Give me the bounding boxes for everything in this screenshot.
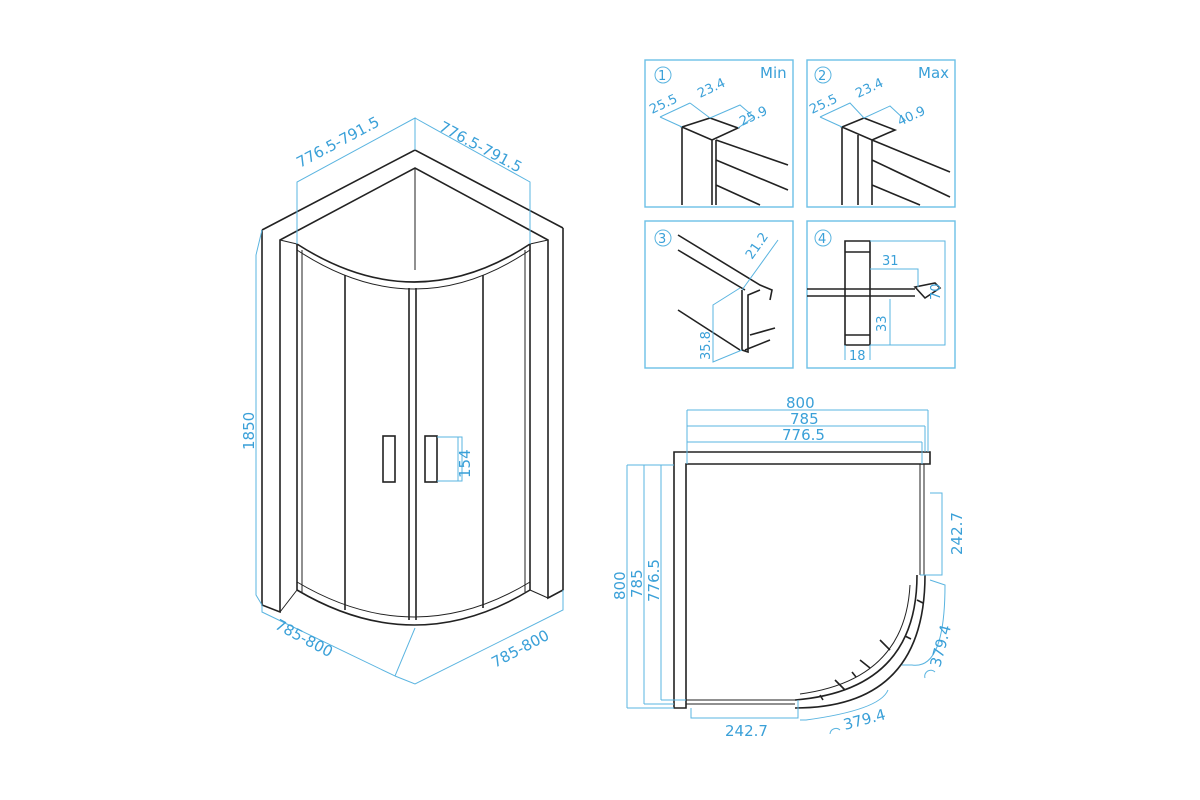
- width-left-label: 776.5-791.5: [293, 113, 382, 172]
- detail-number: 2: [818, 69, 826, 84]
- height-label: 1850: [240, 412, 258, 450]
- left-handle: [382, 435, 396, 483]
- plan-bottom-242: 242.7: [725, 722, 768, 740]
- door-panels: [296, 244, 531, 620]
- dim: 31: [882, 254, 899, 269]
- plan-top-776: 776.5: [782, 426, 825, 444]
- perspective-view: 776.5-791.5 776.5-791.5 1850 154 785-800…: [240, 113, 564, 685]
- base-right-label: 785-800: [488, 626, 552, 671]
- plan-top-785: 785: [790, 410, 819, 428]
- handle-height-label: 154: [456, 449, 474, 478]
- plan-arc-right: 379.4: [926, 623, 955, 669]
- plan-top-800: 800: [786, 394, 815, 412]
- right-handle: [424, 435, 438, 483]
- detail-3: 3 21.2 35.8: [644, 220, 794, 369]
- dim: 70: [929, 283, 944, 300]
- detail-4: 4 31 70 33 18: [806, 220, 956, 369]
- plan-arc-bottom: 379.4: [841, 705, 887, 734]
- detail-1-min: 1 Min 25.5 23.4 25.9: [644, 59, 794, 208]
- detail-number: 1: [658, 69, 666, 84]
- detail-label: Max: [918, 64, 949, 82]
- detail-number: 3: [658, 232, 666, 247]
- detail-number: 4: [818, 232, 826, 247]
- plan-left-776: 776.5: [645, 559, 663, 602]
- top-rail: [296, 243, 531, 283]
- plan-right-242: 242.7: [948, 512, 966, 555]
- detail-2-max: 2 Max 25.5 23.4 40.9: [806, 59, 956, 208]
- plan-view: 800 785 776.5 800 785 776.5 242.7 242.7 …: [611, 394, 966, 740]
- dim: 18: [849, 349, 866, 364]
- dim: 33: [875, 315, 890, 332]
- dim: 35.8: [699, 331, 714, 360]
- walls: [261, 149, 564, 614]
- detail-label: Min: [760, 64, 787, 82]
- plan-left-800: 800: [611, 571, 629, 600]
- shower-tray: [296, 589, 531, 626]
- base-left-label: 785-800: [272, 616, 336, 661]
- plan-left-785: 785: [628, 569, 646, 598]
